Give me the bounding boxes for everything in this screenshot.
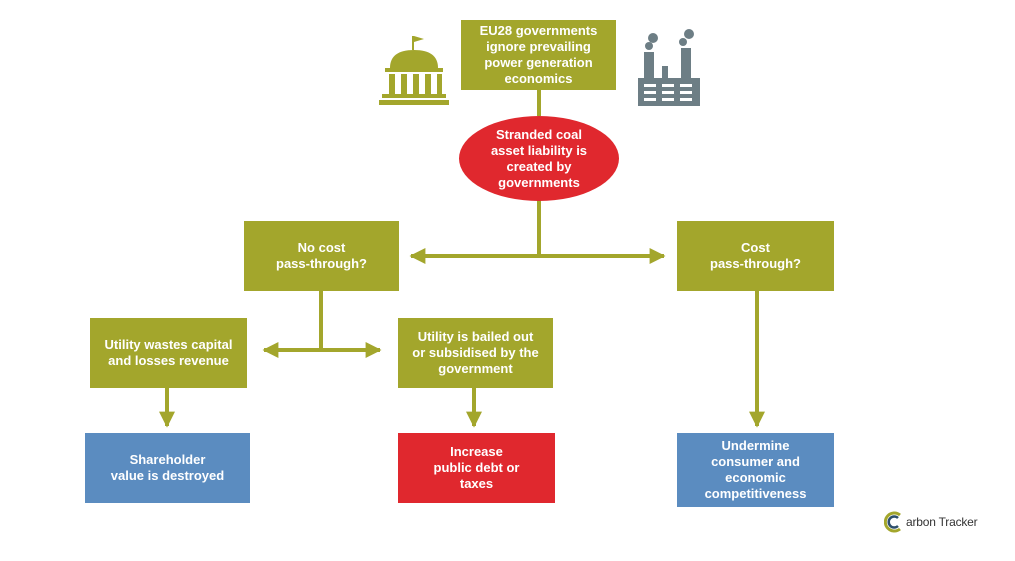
- factory-icon: [638, 29, 700, 106]
- government-building-icon: [379, 36, 449, 105]
- box-shareholder-value: Shareholder value is destroyed: [85, 433, 250, 503]
- carbon-tracker-logo: arbon Tracker: [884, 511, 978, 533]
- box-cost-pass-through: Cost pass-through?: [677, 221, 834, 291]
- box-increase-public-debt: Increase public debt or taxes: [398, 433, 555, 503]
- box-utility-bailed-out: Utility is bailed out or subsidised by t…: [398, 318, 553, 388]
- box-utility-wastes-capital: Utility wastes capital and losses revenu…: [90, 318, 247, 388]
- box-undermine-competitiveness: Undermine consumer and economic competit…: [677, 433, 834, 507]
- oval-stranded-coal-asset: Stranded coal asset liability is created…: [459, 116, 619, 201]
- carbon-tracker-logo-mark: [884, 511, 901, 533]
- box-eu28-governments: EU28 governments ignore prevailing power…: [461, 20, 616, 90]
- box-no-cost-pass-through: No cost pass-through?: [244, 221, 399, 291]
- carbon-tracker-logo-text: arbon Tracker: [906, 515, 978, 529]
